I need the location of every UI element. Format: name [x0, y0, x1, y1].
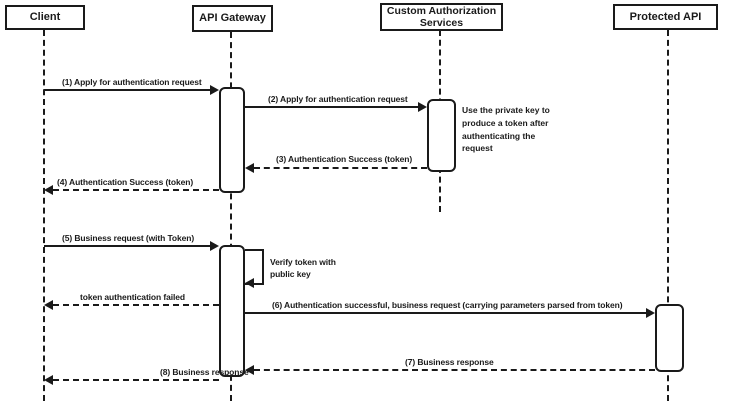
message-8-arrowhead: [646, 308, 655, 318]
participant-box-protected-api: Protected API: [613, 4, 718, 30]
message-10-label: (8) Business response: [160, 367, 249, 377]
message-10-line: [53, 379, 219, 381]
participant-label-custom-authorization-line2: Services: [419, 17, 464, 29]
participant-box-api-gateway: API Gateway: [192, 5, 273, 32]
lifeline-protected-api: [667, 30, 669, 401]
participant-label-api-gateway: API Gateway: [199, 12, 266, 25]
message-5-arrowhead: [210, 241, 219, 251]
message-6-label: Verify token with public key: [270, 257, 336, 280]
participant-box-client: Client: [5, 5, 85, 30]
note-private-key: Use the private key to produce a token a…: [462, 105, 550, 154]
participant-label-custom-authorization-line1: Custom Authorization: [386, 4, 497, 17]
message-4-arrowhead: [44, 185, 53, 195]
message-5-label: (5) Business request (with Token): [62, 233, 195, 243]
message-3-line: [254, 167, 427, 169]
message-2-arrowhead: [418, 102, 427, 112]
message-4-label: (4) Authentication Success (token): [57, 177, 194, 187]
activation-custom-authorization-services: [427, 99, 456, 172]
message-7-arrowhead: [44, 300, 53, 310]
participant-label-protected-api: Protected API: [629, 10, 702, 23]
message-1-arrowhead: [210, 85, 219, 95]
message-9-line: [254, 369, 655, 371]
message-9-arrowhead: [245, 365, 254, 375]
message-4-line: [53, 189, 219, 191]
message-1-label: (1) Apply for authentication request: [62, 77, 202, 87]
participant-box-custom-authorization-services: Custom Authorization Services: [380, 3, 503, 31]
message-1-line: [44, 89, 210, 91]
message-6-self-loop: [245, 249, 264, 285]
message-7-line: [53, 304, 219, 306]
activation-protected-api: [655, 304, 684, 372]
message-2-label: (2) Apply for authentication request: [268, 94, 408, 104]
activation-api-gateway-auth: [219, 87, 245, 193]
message-6-arrowhead: [245, 278, 254, 288]
lifeline-client: [43, 30, 45, 401]
activation-api-gateway-business: [219, 245, 245, 377]
message-3-label: (3) Authentication Success (token): [276, 154, 413, 164]
message-5-line: [44, 245, 210, 247]
message-8-line: [245, 312, 646, 314]
participant-label-client: Client: [29, 11, 61, 24]
lifeline-api-gateway: [230, 32, 232, 401]
message-3-arrowhead: [245, 163, 254, 173]
message-2-line: [245, 106, 418, 108]
message-8-label: (6) Authentication successful, business …: [272, 300, 623, 310]
message-10-arrowhead: [44, 375, 53, 385]
message-7-label: token authentication failed: [80, 292, 185, 302]
message-9-label: (7) Business response: [405, 357, 494, 367]
